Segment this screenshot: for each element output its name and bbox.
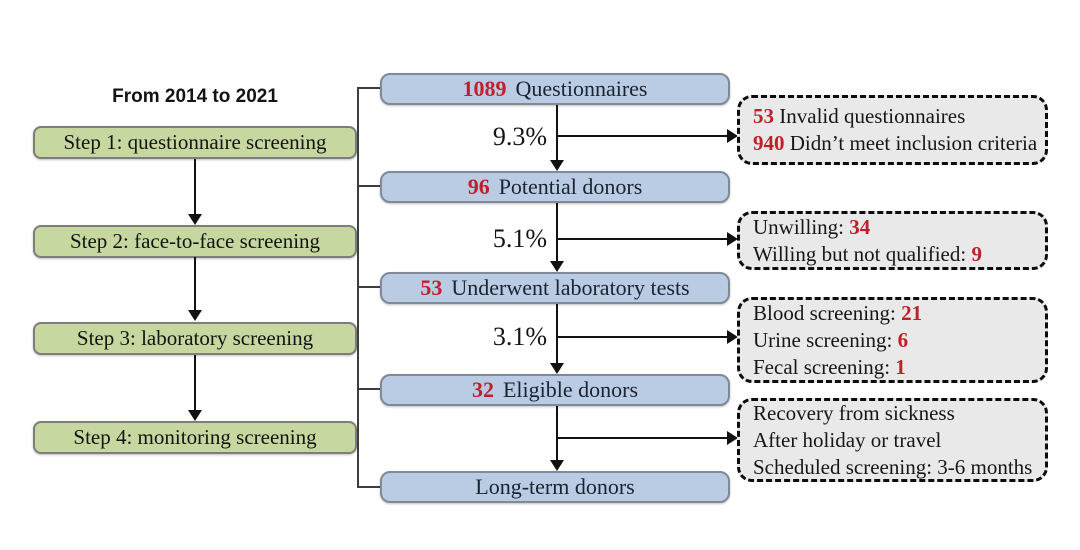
potential-donors-label: Potential donors: [498, 174, 643, 199]
branch-arrow-4-shaft: [557, 437, 727, 439]
detail-line: 940 Didn’t meet inclusion criteria: [753, 130, 1045, 157]
detail-line: Blood screening: 21: [753, 300, 1045, 327]
detail-box-monitoring: Recovery from sickness After holiday or …: [737, 398, 1048, 482]
eligible-donors-label: Eligible donors: [502, 377, 639, 402]
blood-screening-count: 21: [901, 300, 923, 325]
flow-box-questionnaires: 1089 Questionnaires: [380, 73, 730, 105]
flow-arrow-1-head: [550, 160, 564, 171]
step-1-box: Step 1: questionnaire screening: [33, 126, 357, 159]
detail-line: Unwilling: 34: [753, 214, 1045, 241]
detail-line: Urine screening: 6: [753, 327, 1045, 354]
detail-box-lab-screening: Blood screening: 21 Urine screening: 6 F…: [737, 297, 1048, 383]
bracket-stub-5: [357, 486, 381, 488]
detail-line: Recovery from sickness: [753, 400, 1045, 427]
holiday-label: After holiday or travel: [753, 427, 942, 452]
step-2-label: Step 2: face-to-face screening: [69, 229, 321, 253]
detail-line: After holiday or travel: [753, 427, 1045, 454]
period-title: From 2014 to 2021: [112, 86, 278, 107]
detail-box-face-to-face: Unwilling: 34 Willing but not qualified:…: [737, 211, 1048, 270]
not-qualified-count: 9: [971, 241, 982, 266]
step-arrow-1-head: [188, 214, 202, 225]
flow-arrow-4-head: [550, 460, 564, 471]
step-2-box: Step 2: face-to-face screening: [33, 225, 357, 258]
branch-arrow-4-head: [727, 431, 738, 445]
branch-arrow-1-head: [727, 129, 738, 143]
unwilling-label: Unwilling:: [753, 214, 850, 239]
detail-box-invalid: 53 Invalid questionnaires 940 Didn’t mee…: [737, 95, 1048, 165]
invalid-count: 53: [753, 104, 774, 128]
flow-box-laboratory-tests: 53 Underwent laboratory tests: [380, 272, 730, 304]
flow-box-eligible-donors: 32 Eligible donors: [380, 374, 730, 406]
branch-arrow-1-shaft: [557, 135, 727, 137]
flow-arrow-4-shaft: [556, 406, 558, 460]
dropout-percent-3: 3.1%: [492, 322, 547, 351]
flow-arrow-3-shaft: [556, 304, 558, 363]
urine-screening-count: 6: [897, 327, 909, 352]
flow-arrow-2-head: [550, 261, 564, 272]
not-qualified-label: Willing but not qualified:: [753, 241, 972, 266]
detail-line: Scheduled screening: 3-6 months: [753, 454, 1045, 481]
laboratory-tests-count: 53: [420, 275, 443, 300]
step-arrow-2-head: [188, 310, 202, 321]
bracket-stub-3: [357, 286, 381, 288]
branch-arrow-3-shaft: [557, 336, 727, 338]
branch-arrow-2-shaft: [557, 238, 727, 240]
potential-donors-count: 96: [467, 174, 490, 199]
detail-line: Willing but not qualified: 9: [753, 241, 1045, 268]
detail-line: 53 Invalid questionnaires: [753, 103, 1045, 130]
flow-arrow-1-shaft: [556, 105, 558, 160]
flow-arrow-3-head: [550, 363, 564, 374]
step-arrow-1-shaft: [194, 159, 196, 214]
step-4-label: Step 4: monitoring screening: [73, 425, 317, 449]
step-4-box: Step 4: monitoring screening: [33, 421, 357, 454]
dropout-percent-2: 5.1%: [492, 224, 547, 253]
step-3-label: Step 3: laboratory screening: [76, 326, 314, 350]
fecal-screening-count: 1: [895, 354, 906, 379]
flow-box-long-term-donors: Long-term donors: [380, 471, 730, 503]
flow-arrow-2-shaft: [556, 203, 558, 261]
eligible-donors-count: 32: [471, 377, 494, 402]
blood-screening-label: Blood screening:: [753, 300, 902, 325]
branch-arrow-3-head: [727, 330, 738, 344]
invalid-label: Invalid questionnaires: [774, 104, 966, 128]
dropout-percent-1: 9.3%: [492, 122, 547, 151]
not-meeting-count: 940: [753, 131, 785, 155]
detail-line: Fecal screening: 1: [753, 354, 1045, 381]
questionnaires-label: Questionnaires: [515, 76, 648, 101]
long-term-donors-label: Long-term donors: [475, 474, 635, 499]
laboratory-tests-label: Underwent laboratory tests: [451, 275, 690, 300]
step-arrow-3-head: [188, 410, 202, 421]
branch-arrow-2-head: [727, 232, 738, 246]
not-meeting-label: Didn’t meet inclusion criteria: [784, 131, 1038, 155]
step-1-label: Step 1: questionnaire screening: [63, 130, 327, 154]
recovery-label: Recovery from sickness: [753, 400, 955, 425]
questionnaires-count: 1089: [462, 76, 507, 101]
bracket-stub-4: [357, 388, 381, 390]
flow-box-potential-donors: 96 Potential donors: [380, 171, 730, 203]
bracket-stub-2: [357, 185, 381, 187]
urine-screening-label: Urine screening:: [753, 327, 898, 352]
fecal-screening-label: Fecal screening:: [753, 354, 896, 379]
bracket-stub-1: [357, 87, 381, 89]
unwilling-count: 34: [849, 214, 871, 239]
step-arrow-2-shaft: [194, 257, 196, 310]
step-3-box: Step 3: laboratory screening: [33, 322, 357, 355]
step-arrow-3-shaft: [194, 355, 196, 410]
scheduled-label: Scheduled screening: 3-6 months: [753, 454, 1033, 479]
